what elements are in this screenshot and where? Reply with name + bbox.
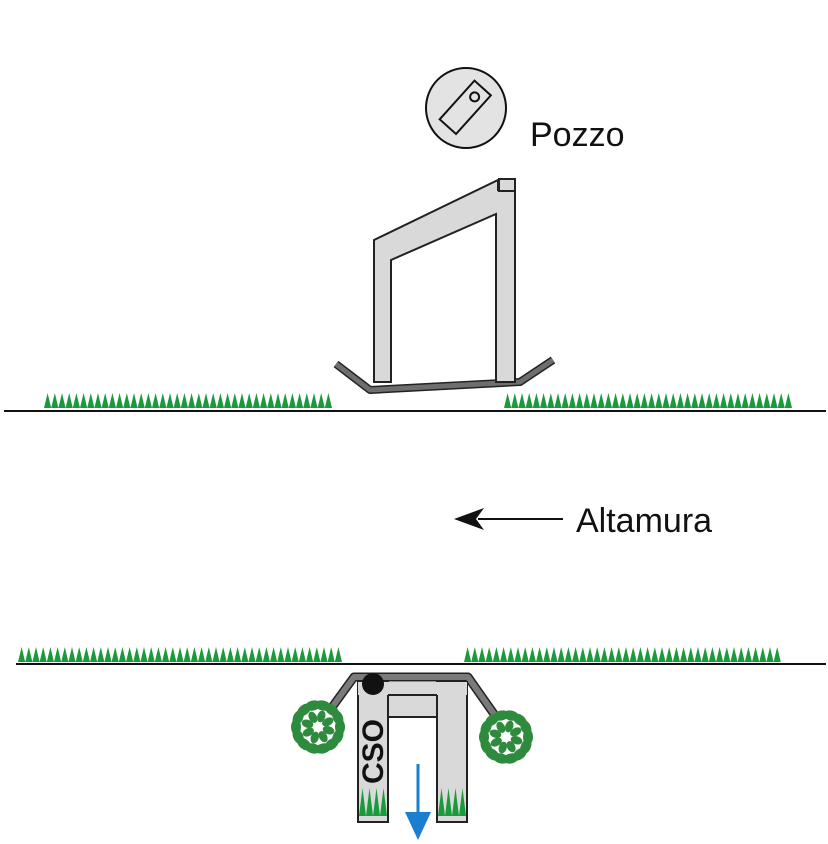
down-arrow-icon [405,764,431,840]
pozzo-label: Pozzo [530,116,625,154]
cso-label: CSO [357,719,390,784]
grass-cso-right [438,788,466,816]
left-arrow-icon [454,508,563,530]
bush-icon [479,710,533,764]
grass-strip-bottom-left [18,647,342,662]
top-structure [333,178,556,394]
grass-cso-left [359,788,387,816]
grass-strip-top-right [504,393,792,408]
grass-strip-top-left [44,393,332,408]
top-frame [373,178,516,383]
well-icon [425,67,507,149]
cso-structure [326,672,498,823]
grass-strip-bottom-right [464,647,781,662]
bush-icon [291,700,345,754]
altamura-label: Altamura [576,502,712,540]
manhole-dot [362,673,384,695]
